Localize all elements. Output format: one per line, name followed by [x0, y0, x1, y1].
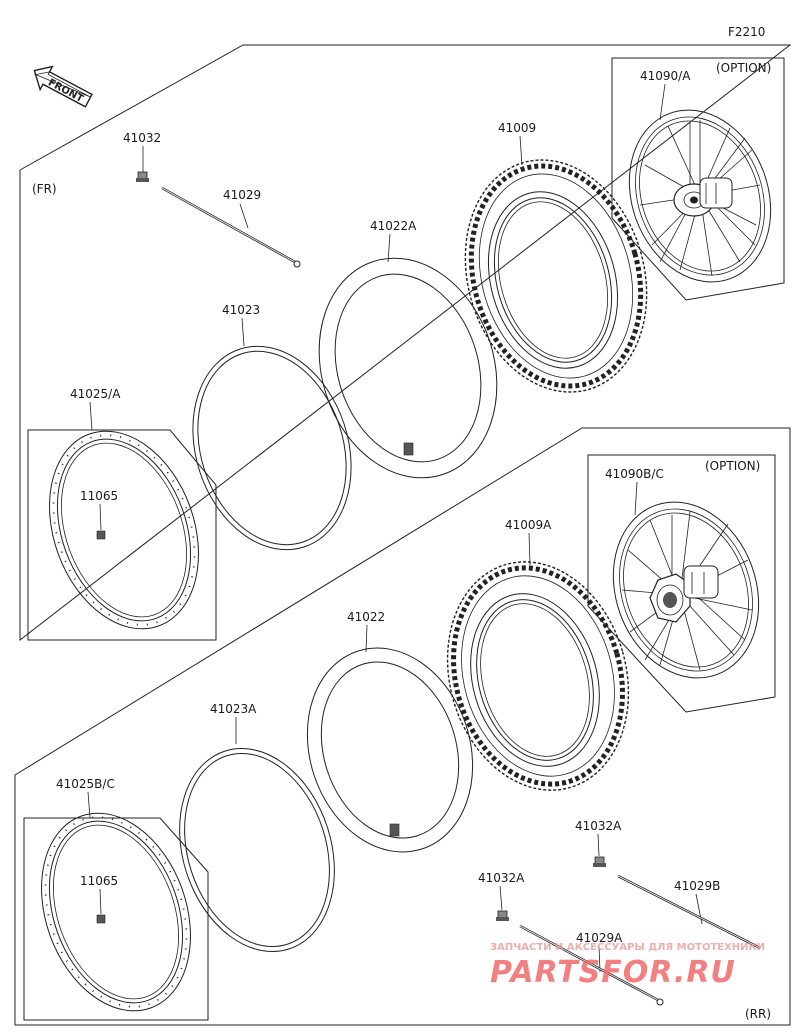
- part-41029-label: 41029: [223, 188, 261, 202]
- rim-lock-11065-front: [96, 530, 106, 540]
- part-41032A-left-label: 41032A: [478, 871, 525, 885]
- part-41032-label: 41032: [123, 131, 161, 145]
- part-41025BC-label: 41025B/C: [56, 777, 115, 791]
- rim-41025BC: [41, 812, 191, 1012]
- spoke-41029A: [519, 924, 664, 1006]
- part-11065-rear-label: 11065: [80, 874, 118, 888]
- spoke-41029B: [617, 874, 761, 950]
- rear-section-frame: [14, 427, 791, 1026]
- rear-section: (RR) (OPTION) 41090B/C: [14, 427, 791, 1026]
- part-41090BC-label: 41090B/C: [605, 467, 664, 481]
- watermark-logo: PARTSFOR.RU: [490, 955, 736, 990]
- part-41022A-label: 41022A: [370, 219, 417, 233]
- tire-41009A: [446, 561, 630, 791]
- watermark: ЗАПЧАСТИ И АКСЕССУАРЫ ДЛЯ МОТОТЕХНИКИ PA…: [490, 942, 765, 990]
- part-41009A-label: 41009A: [505, 518, 552, 532]
- rim-41025A: [49, 430, 199, 630]
- part-11065-front-label: 11065: [80, 489, 118, 503]
- part-41090A-label: 41090/A: [640, 69, 691, 83]
- valve-cap-41032: [136, 171, 149, 182]
- part-41029B-label: 41029B: [674, 879, 720, 893]
- spoke-41029: [161, 186, 301, 268]
- tire-41009: [464, 159, 648, 393]
- front-section-label: (FR): [32, 182, 57, 196]
- part-41025A-label: 41025/A: [70, 387, 121, 401]
- figure-code: F2210: [728, 25, 765, 39]
- inner-tube-41022: [306, 647, 474, 853]
- rim-box-front: [27, 429, 217, 641]
- rim-band-41023A: [179, 747, 335, 953]
- front-arrow-icon: FRONT: [33, 65, 93, 108]
- part-41022-label: 41022: [347, 610, 385, 624]
- watermark-caption: ЗАПЧАСТИ И АКСЕССУАРЫ ДЛЯ МОТОТЕХНИКИ: [490, 942, 765, 953]
- part-41023A-label: 41023A: [210, 702, 257, 716]
- part-41032A-right-label: 41032A: [575, 819, 622, 833]
- rim-band-41023: [192, 345, 352, 551]
- front-section-frame: [19, 44, 792, 642]
- rim-lock-11065-rear: [96, 914, 106, 924]
- option-box-rear: (OPTION) 41090B/C: [587, 454, 776, 713]
- part-41009-label: 41009: [498, 121, 536, 135]
- rim-box-rear: [23, 817, 209, 1021]
- front-section: (FR) (OPTION) 41090/A: [19, 44, 792, 642]
- valve-cap-41032A-left: [496, 910, 509, 921]
- option-box-front: (OPTION) 41090/A: [611, 57, 785, 301]
- rear-wheel-assembly: [612, 501, 760, 679]
- option-label-front: (OPTION): [716, 61, 771, 75]
- inner-tube-41022A: [318, 257, 498, 479]
- rear-section-label: (RR): [745, 1007, 771, 1021]
- part-41029A-label: 41029A: [576, 931, 623, 945]
- option-label-rear: (OPTION): [705, 459, 760, 473]
- part-41023-label: 41023: [222, 303, 260, 317]
- front-wheel-assembly: [628, 109, 772, 283]
- valve-cap-41032A-right: [593, 856, 606, 867]
